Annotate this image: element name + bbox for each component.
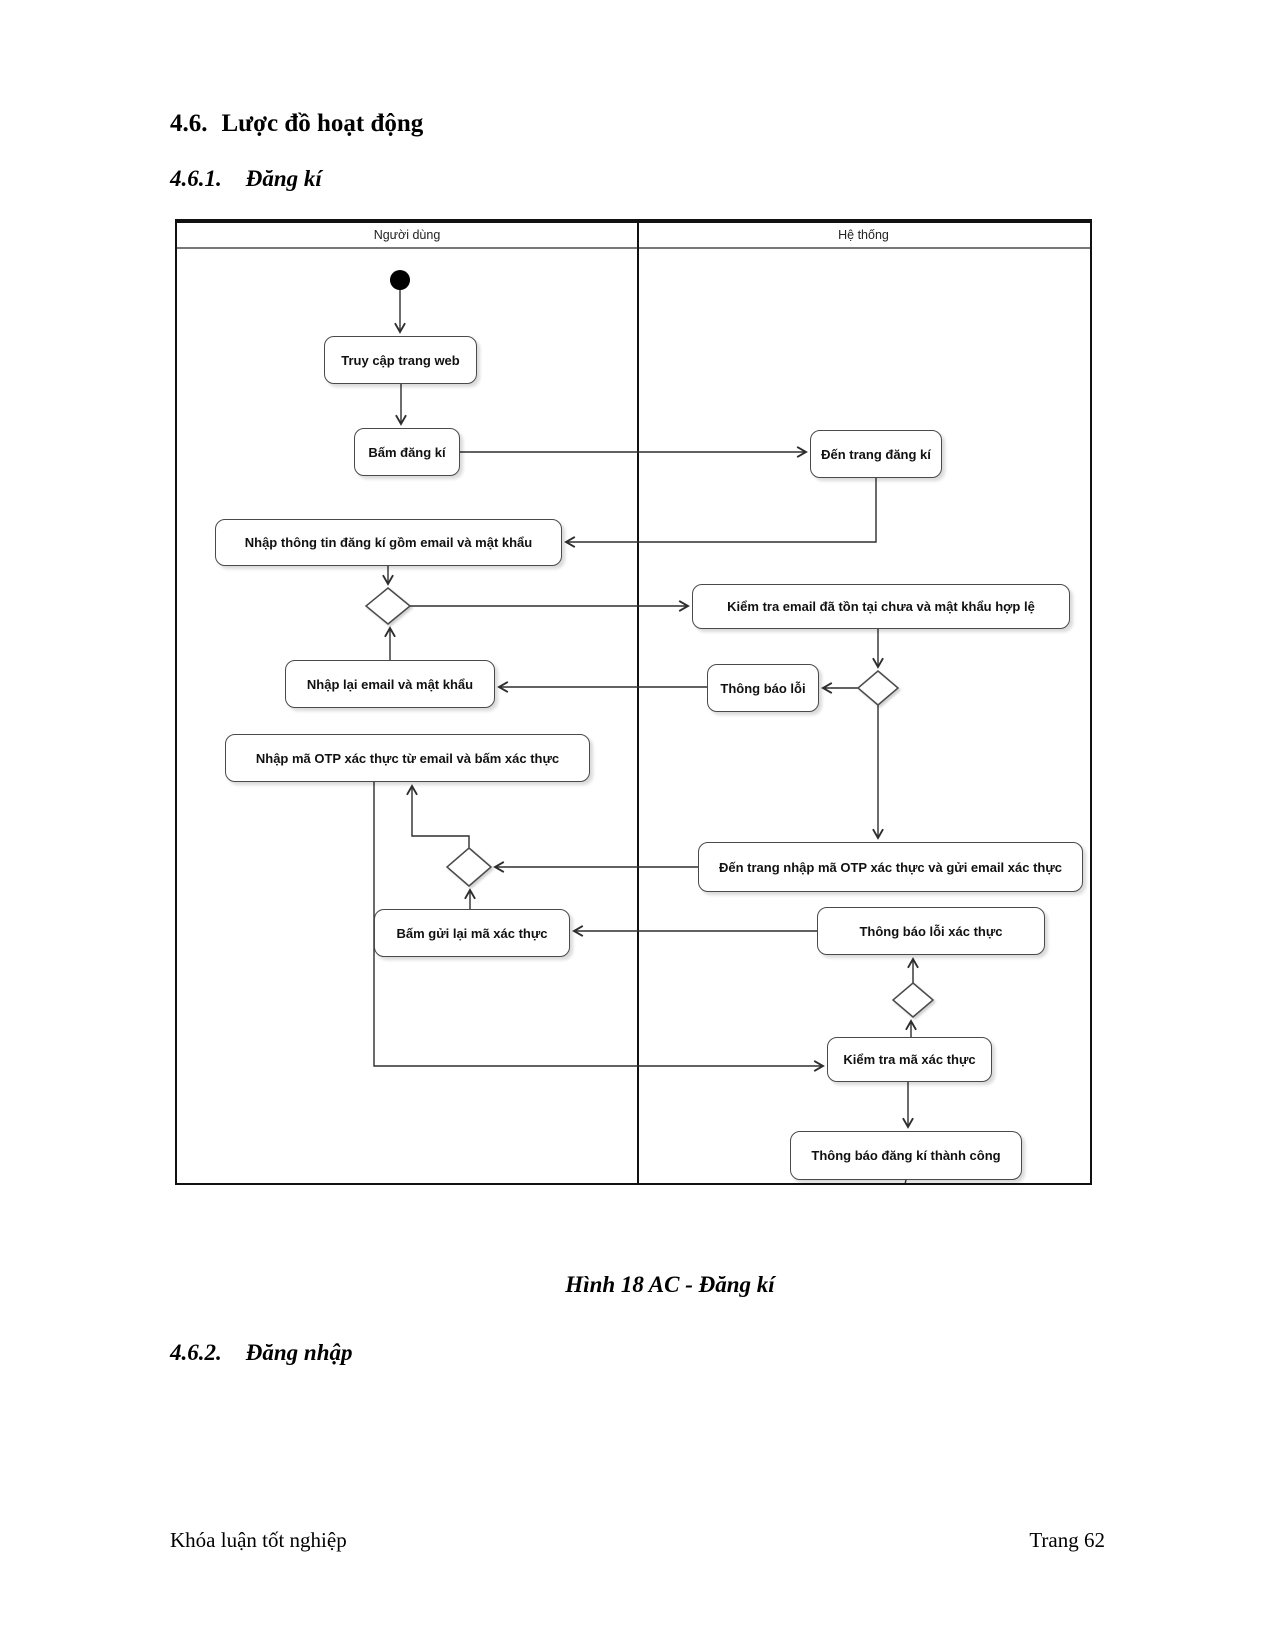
lane-header-nguoi-dung: Người dùng <box>373 228 441 242</box>
node-kiem-tra-email: Kiểm tra email đã tồn tại chưa và mật kh… <box>692 584 1070 629</box>
node-decision-2 <box>856 670 900 706</box>
section-title: Đăng kí <box>245 166 322 191</box>
node-label: Truy cập trang web <box>341 352 460 368</box>
section-title: Đăng nhập <box>245 1340 353 1365</box>
node-decision-3 <box>445 847 493 887</box>
figure-caption: Hình 18 AC - Đăng kí <box>565 1272 775 1297</box>
node-label: Thông báo lỗi <box>720 680 806 696</box>
section-number: 4.6.1. <box>170 166 222 191</box>
section-number: 4.6. <box>170 110 208 137</box>
node-label: Nhập mã OTP xác thực từ email và bấm xác… <box>255 750 560 766</box>
edge-den-trang-to-nhap-thong-tin <box>564 478 877 548</box>
node-label: Đến trang nhập mã OTP xác thực và gửi em… <box>719 859 1062 875</box>
node-nhap-thong-tin-dang-ki: Nhập thông tin đăng kí gồm email và mật … <box>215 519 562 566</box>
edge-decision-3-to-nhap-ma-otp <box>406 784 470 848</box>
node-label: Kiểm tra mã xác thực <box>843 1052 976 1067</box>
node-thong-bao-loi: Thông báo lỗi <box>707 664 819 712</box>
node-decision-4 <box>891 982 935 1018</box>
node-label: Thông báo đăng kí thành công <box>811 1148 1001 1163</box>
node-decision-1 <box>364 587 412 625</box>
section-heading-46: 4.6. Lược đồ hoạt động <box>170 110 423 138</box>
edge-nhap-ma-otp-to-kiem-tra-ma <box>373 782 825 1072</box>
section-heading-461: 4.6.1. Đăng kí <box>170 166 322 192</box>
node-label: Nhập thông tin đăng kí gồm email và mật … <box>244 535 533 550</box>
node-label: Bấm đăng kí <box>368 444 446 460</box>
footer-page-number: Trang 62 <box>1029 1528 1105 1552</box>
edge-layer <box>364 270 935 1183</box>
node-label: Đến trang đăng kí <box>821 446 931 462</box>
node-label: Nhập lại email và mật khẩu <box>306 676 474 692</box>
section-heading-462: 4.6.2. Đăng nhập <box>170 1340 352 1366</box>
page-footer: Khóa luận tốt nghiệp Trang 62 <box>170 1528 1105 1553</box>
node-kiem-tra-ma-xac-thuc: Kiểm tra mã xác thực <box>827 1037 992 1082</box>
node-bam-dang-ki: Bấm đăng kí <box>354 428 460 476</box>
node-thong-bao-thanh-cong: Thông báo đăng kí thành công <box>790 1131 1022 1180</box>
footer-document-title: Khóa luận tốt nghiệp <box>170 1528 347 1552</box>
node-thong-bao-loi-xac-thuc: Thông báo lỗi xác thực <box>817 907 1045 955</box>
node-bam-gui-lai-ma: Bấm gửi lại mã xác thực <box>374 909 570 957</box>
lane-divider <box>637 223 639 1183</box>
node-label: Bấm gửi lại mã xác thực <box>396 925 548 941</box>
node-nhap-lai-email: Nhập lại email và mật khẩu <box>285 660 495 708</box>
node-den-trang-nhap-otp: Đến trang nhập mã OTP xác thực và gửi em… <box>698 842 1083 892</box>
section-title: Lược đồ hoạt động <box>221 110 424 137</box>
node-label: Kiểm tra email đã tồn tại chưa và mật kh… <box>727 599 1035 614</box>
node-den-trang-dang-ki: Đến trang đăng kí <box>810 430 942 478</box>
node-truy-cap-trang-web: Truy cập trang web <box>324 336 477 384</box>
lane-header-he-thong: Hệ thống <box>838 228 889 242</box>
node-nhap-ma-otp: Nhập mã OTP xác thực từ email và bấm xác… <box>225 734 590 782</box>
section-number: 4.6.2. <box>170 1340 222 1365</box>
lane-headers: Người dùng Hệ thống <box>177 223 1090 249</box>
node-label: Thông báo lỗi xác thực <box>859 923 1003 939</box>
start-node <box>390 270 410 290</box>
